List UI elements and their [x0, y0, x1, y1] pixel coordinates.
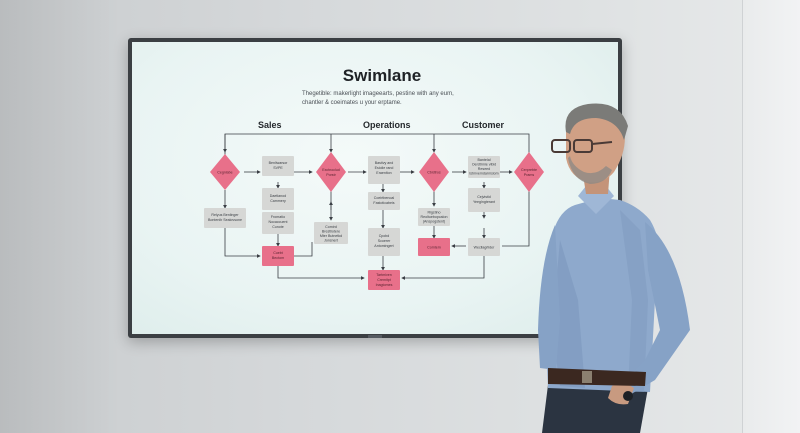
cust-decision-diamond-2: Cerprebte Prams: [514, 152, 544, 192]
svg-text:Eraenlton: Eraenlton: [376, 171, 391, 175]
svg-text:Fastoticabeis: Fastoticabeis: [373, 201, 394, 205]
cust-pink-step: Comtern: [418, 238, 450, 256]
svg-text:Cbidtros: Cbidtros: [427, 171, 441, 175]
slide-subtitle: Thegetible: makerlight imageearts, pesti…: [302, 90, 462, 108]
svg-text:Cejvistid: Cejvistid: [477, 195, 491, 199]
svg-text:SVPE: SVPE: [273, 166, 283, 170]
svg-text:Antomingert: Antomingert: [374, 244, 393, 248]
svg-text:Cuebt: Cuebt: [273, 251, 283, 255]
sales-decision-diamond: Cegnlabe: [210, 154, 240, 190]
tv-screen: Swimlane Thegetible: makerlight imageear…: [132, 42, 618, 334]
sales-step-box-2: Daetlanod Cammery: [262, 188, 294, 210]
cust-step-box-4: Wecllagrlider: [468, 238, 500, 256]
svg-text:Scoerer: Scoerer: [378, 239, 391, 243]
svg-text:Fromatio: Fromatio: [271, 215, 285, 219]
svg-text:Jonsnert: Jonsnert: [324, 239, 338, 243]
svg-text:Relyus Benlinger: Relyus Benlinger: [211, 213, 239, 217]
svg-text:Bastivy and: Bastivy and: [375, 161, 394, 165]
ops-step-box-2: Coeirtbenoal Fastoticabeis: [368, 192, 400, 210]
svg-text:Reseed: Reseed: [478, 167, 490, 171]
tv-bottom-bar: [368, 335, 382, 338]
sales-pink-step: Cuebt Bectom: [262, 246, 294, 266]
svg-text:Oerdtrmie vlbid: Oerdtrmie vlbid: [472, 163, 496, 167]
svg-text:Yeeglngterant: Yeeglngterant: [473, 200, 495, 204]
cust-decision-diamond-1: Cbidtros: [419, 152, 449, 192]
svg-text:Esiolie rand: Esiolie rand: [375, 166, 394, 170]
svg-text:Cpobd: Cpobd: [379, 234, 390, 238]
sales-step-box-3: Fromatio Nocaccuent Cunote: [262, 212, 294, 234]
svg-text:Cammery: Cammery: [270, 199, 286, 203]
ops-decision-diamond: Exctnoclud Porstr: [316, 152, 346, 192]
cust-step-box-2: Cejvistid Yeeglngterant: [468, 188, 500, 212]
svg-text:Cegnlabe: Cegnlabe: [217, 171, 232, 175]
svg-text:Cunote: Cunote: [272, 225, 284, 229]
sales-step-box-4: Relyus Benlinger Bontenib Sealovsone: [204, 208, 246, 228]
svg-text:Comtern: Comtern: [427, 246, 441, 250]
svg-text:Bontenib Sealovsone: Bontenib Sealovsone: [208, 218, 242, 222]
svg-text:Daetlanod: Daetlanod: [270, 194, 286, 198]
svg-text:Benliwarsor: Benliwarsor: [269, 161, 289, 165]
svg-text:Bantelal: Bantelal: [478, 158, 491, 162]
svg-text:Brestliotere: Brestliotere: [322, 230, 340, 234]
wall-shadow: [0, 0, 120, 433]
wall-corner: [742, 0, 800, 433]
lane-header-customer: Customer: [462, 120, 505, 130]
svg-text:Mter Butnetkd: Mter Butnetkd: [320, 234, 342, 238]
svg-text:Reoltuebopcalon: Reoltuebopcalon: [421, 215, 448, 219]
cust-step-box-1: Bantelal Oerdtrmie vlbid Reseed Istmvemd…: [468, 156, 500, 178]
slide-title: Swimlane: [342, 66, 422, 85]
svg-text:Cremitpt: Cremitpt: [377, 278, 391, 282]
svg-text:Exctnoclud: Exctnoclud: [322, 168, 340, 172]
ops-pink-bottom-step: Tartmiven Cremitpt Inagtomes: [368, 270, 400, 290]
subtitle-line-1: Thegetible: makerlight imageearts, pesti…: [302, 91, 454, 97]
svg-text:(Anspogstent): (Anspogstent): [423, 220, 445, 224]
svg-text:Wecllagrlider: Wecllagrlider: [474, 246, 496, 250]
lane-header-operations: Operations: [363, 120, 411, 130]
svg-text:Porstr: Porstr: [326, 173, 336, 177]
svg-text:Istmvemdarmsiom: Istmvemdarmsiom: [469, 172, 498, 176]
cust-step-box-3: Rigstino Reoltuebopcalon (Anspogstent): [418, 208, 450, 226]
svg-text:Coeirtbenoal: Coeirtbenoal: [374, 196, 395, 200]
swimlane-diagram: Cegnlabe Benliwarsor SVPE Daetlanod Camm…: [204, 133, 544, 290]
svg-text:Tartmiven: Tartmiven: [376, 273, 392, 277]
svg-text:Cerprebte: Cerprebte: [521, 168, 537, 172]
svg-text:Bectom: Bectom: [272, 256, 284, 260]
sales-step-box-1: Benliwarsor SVPE: [262, 156, 294, 176]
svg-text:Cornird: Cornird: [325, 225, 337, 229]
lane-header-sales: Sales: [258, 120, 282, 130]
ops-step-box-1: Bastivy and Esiolie rand Eraenlton: [368, 156, 400, 184]
svg-text:Inagtomes: Inagtomes: [376, 283, 393, 287]
svg-text:Rigstino: Rigstino: [428, 211, 441, 215]
svg-text:Prams: Prams: [524, 173, 535, 177]
svg-text:Nocaccuent: Nocaccuent: [269, 220, 288, 224]
subtitle-line-2: chantler & coeimates u your erptame.: [302, 100, 402, 106]
ops-step-box-4: Cpobd Scoerer Antomingert: [368, 228, 400, 256]
ops-step-box-3: Cornird Brestliotere Mter Butnetkd Jonsn…: [314, 222, 348, 244]
connector-lines: [223, 133, 530, 280]
